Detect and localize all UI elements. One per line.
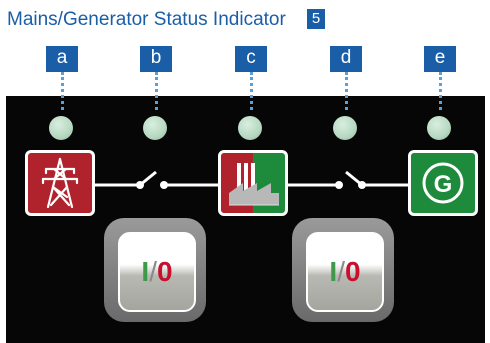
load-block [218, 150, 288, 216]
status-led-b [143, 116, 167, 140]
factory-icon [229, 163, 279, 206]
on-symbol: I [141, 256, 150, 287]
leader-line-b [155, 72, 158, 110]
generator-switch-legend: I/0 [308, 256, 382, 288]
off-symbol: 0 [344, 256, 361, 287]
leader-line-c [250, 72, 253, 110]
figure-number-badge: 5 [307, 9, 325, 29]
mains-switch-legend: I/0 [120, 256, 194, 288]
mains-switch-face[interactable]: I/0 [118, 232, 196, 312]
callout-label-c: c [235, 46, 267, 72]
power-pylon-icon [41, 157, 79, 209]
generator-block: G [408, 150, 478, 216]
mains-block [25, 150, 95, 216]
diagram-title: Mains/Generator Status Indicator [7, 9, 286, 30]
generator-switch-button[interactable]: I/0 [292, 218, 394, 322]
leader-line-d [345, 72, 348, 110]
status-led-e [427, 116, 451, 140]
leader-line-a [61, 72, 64, 110]
off-symbol: 0 [156, 256, 173, 287]
callout-label-a: a [46, 46, 78, 72]
generator-icon: G [422, 162, 464, 204]
status-led-c [238, 116, 262, 140]
callout-label-e: e [424, 46, 456, 72]
switch-d-contact-left [335, 181, 343, 189]
leader-line-e [439, 72, 442, 110]
switch-b-blade [139, 170, 157, 187]
status-led-d [333, 116, 357, 140]
separator: / [337, 256, 345, 287]
generator-letter: G [434, 171, 453, 198]
callout-label-d: d [330, 46, 362, 72]
status-led-a [49, 116, 73, 140]
separator: / [149, 256, 157, 287]
mains-switch-button[interactable]: I/0 [104, 218, 206, 322]
callout-label-b: b [140, 46, 172, 72]
generator-switch-face[interactable]: I/0 [306, 232, 384, 312]
on-symbol: I [329, 256, 338, 287]
